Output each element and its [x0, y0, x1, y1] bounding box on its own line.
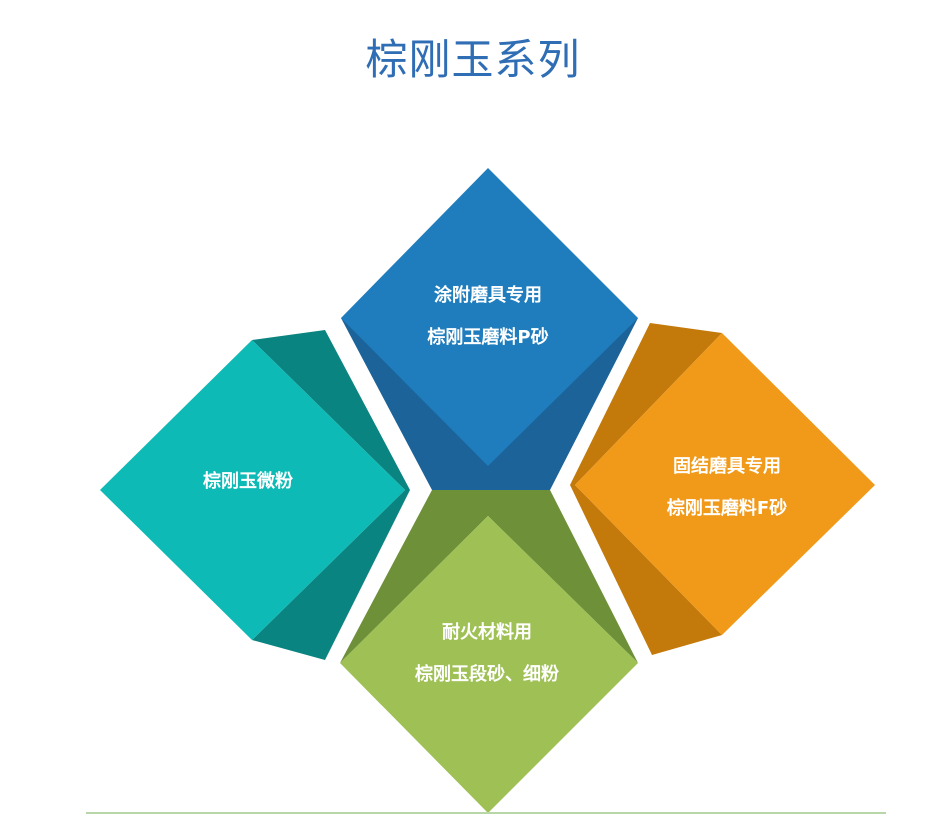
diamond-left-face	[100, 340, 405, 640]
diamond-left-label: 棕刚玉微粉	[203, 470, 293, 492]
page-title: 棕刚玉系列	[365, 35, 581, 84]
diamond-bottom-label-2: 棕刚玉段砂、细粉	[415, 663, 559, 685]
diamond-left-shade	[252, 330, 410, 660]
diamond-bottom-face	[340, 516, 638, 813]
diamond-left[interactable]: 棕刚玉微粉	[100, 330, 410, 660]
diamond-right-label-2: 棕刚玉磨料F砂	[667, 497, 787, 519]
diamond-bottom[interactable]: 耐火材料用 棕刚玉段砂、细粉	[340, 490, 638, 813]
diamond-right-shade	[570, 323, 722, 655]
bottom-divider	[86, 812, 886, 814]
diamond-top[interactable]: 涂附磨具专用 棕刚玉磨料P砂	[341, 168, 638, 490]
diamond-top-label-2: 棕刚玉磨料P砂	[427, 326, 548, 348]
diamond-bottom-label-1: 耐火材料用	[442, 621, 532, 643]
diamond-bottom-shade	[340, 490, 638, 663]
diamond-right-face	[575, 333, 875, 635]
diamond-top-label-1: 涂附磨具专用	[434, 284, 542, 306]
diamond-top-face	[341, 168, 638, 466]
diamond-right[interactable]: 固结磨具专用 棕刚玉磨料F砂	[570, 323, 875, 655]
diamond-right-label-1: 固结磨具专用	[673, 455, 781, 477]
